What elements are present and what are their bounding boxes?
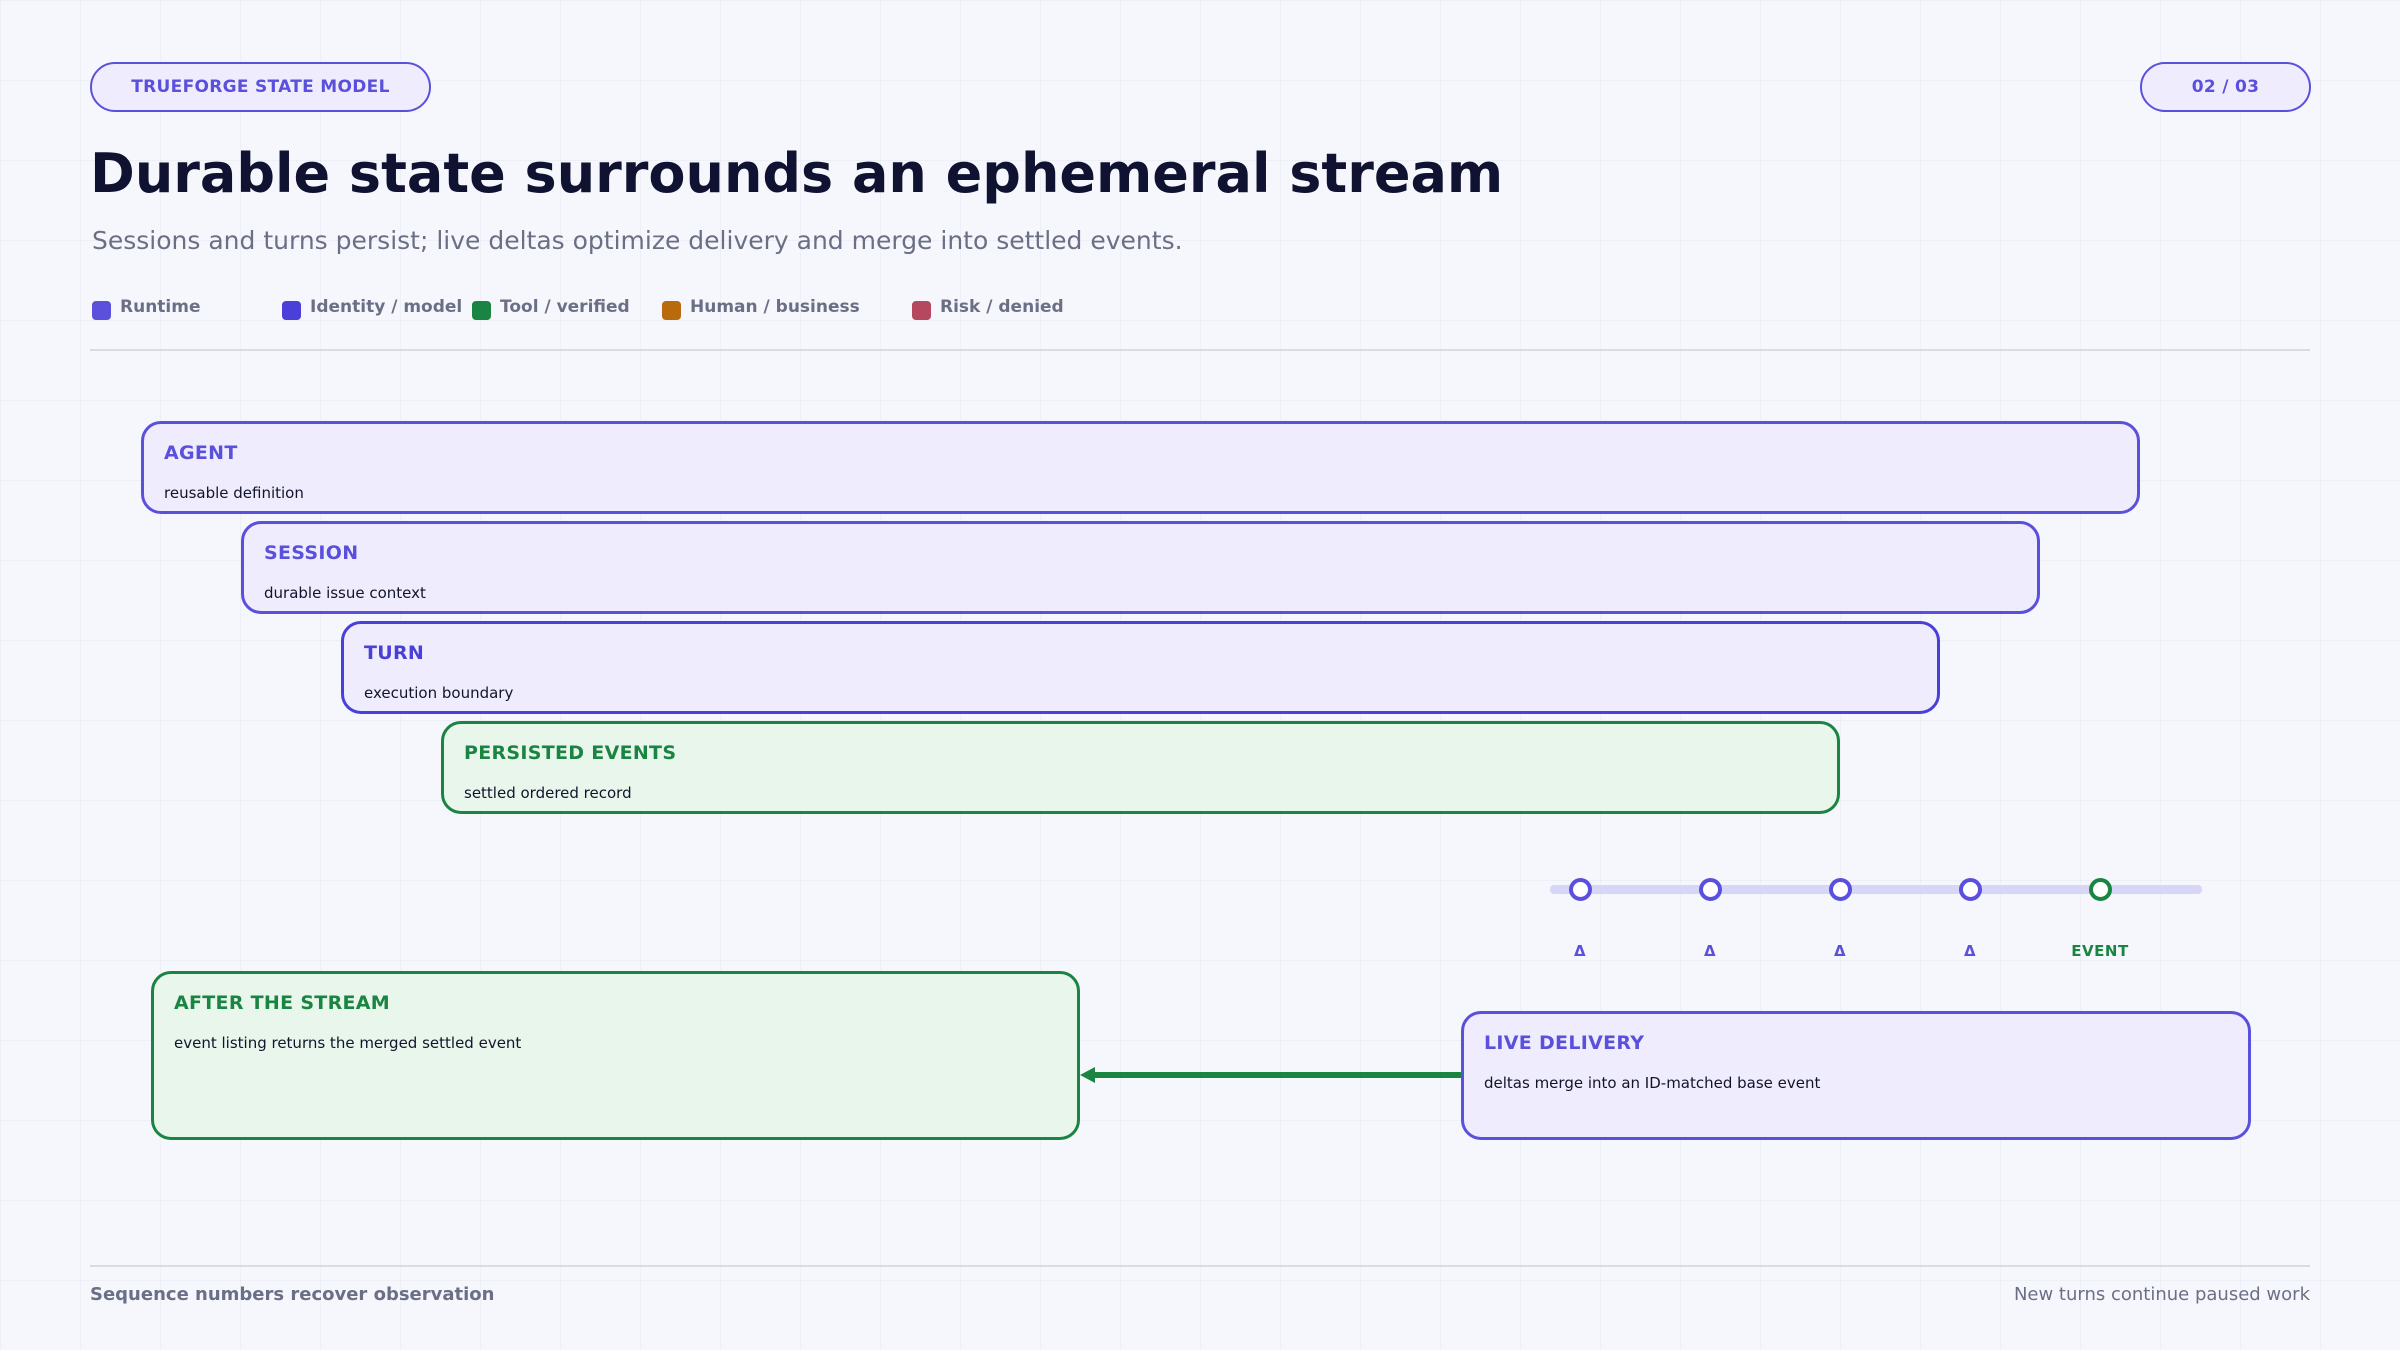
layer-title: AGENT [164,442,238,464]
section-badge: TRUEFORGE STATE MODEL [90,62,431,112]
tool-swatch-icon [472,301,491,320]
risk-swatch-icon [912,301,931,320]
legend-label: Tool / verified [500,297,630,317]
human-swatch-icon [662,301,681,320]
after-stream-title: AFTER THE STREAM [174,992,390,1014]
layer-session: SESSION durable issue context [241,521,2040,614]
event-label: EVENT [2071,942,2129,960]
runtime-swatch-icon [92,301,111,320]
legend-item-human-business: Human / business [662,297,860,320]
merge-arrow-icon [1080,1067,1461,1083]
layer-description: durable issue context [264,584,426,602]
page-title: Durable state surrounds an ephemeral str… [90,142,1504,205]
layer-agent: AGENT reusable definition [141,421,2140,514]
live-delivery-description: deltas merge into an ID-matched base eve… [1484,1074,1821,1092]
layer-persisted-events: PERSISTED EVENTS settled ordered record [441,721,1840,814]
layer-title: TURN [364,642,425,664]
footer-left-note: Sequence numbers recover observation [90,1284,495,1305]
identity-swatch-icon [282,301,301,320]
delta-node [1959,878,1982,901]
legend-label: Identity / model [310,297,463,317]
legend-label: Human / business [690,297,860,317]
layer-description: reusable definition [164,484,304,502]
event-node [2089,878,2112,901]
page-indicator: 02 / 03 [2140,62,2311,112]
delta-label: Δ [1573,942,1587,960]
delta-label: Δ [1703,942,1717,960]
page-subtitle: Sessions and turns persist; live deltas … [92,226,1183,255]
legend-item-tool-verified: Tool / verified [472,297,630,320]
layer-turn: TURN execution boundary [341,621,1940,714]
legend-label: Runtime [120,297,201,317]
delta-node [1699,878,1722,901]
live-delivery-box: LIVE DELIVERY deltas merge into an ID-ma… [1461,1011,2251,1140]
layer-title: PERSISTED EVENTS [464,742,677,764]
legend-item-identity-model: Identity / model [282,297,462,320]
legend-label: Risk / denied [940,297,1064,317]
layer-description: execution boundary [364,684,514,702]
layer-description: settled ordered record [464,784,632,802]
stream-track [1550,885,2202,894]
legend-item-runtime: Runtime [92,297,201,320]
layer-title: SESSION [264,542,359,564]
delta-label: Δ [1833,942,1847,960]
footer-right-note: New turns continue paused work [2013,1284,2310,1305]
delta-node [1829,878,1852,901]
header-divider [90,349,2310,351]
delta-node [1569,878,1592,901]
legend-item-risk-denied: Risk / denied [912,297,1064,320]
footer-divider [90,1265,2310,1267]
after-stream-description: event listing returns the merged settled… [174,1034,522,1052]
after-stream-box: AFTER THE STREAM event listing returns t… [151,971,1080,1140]
live-delivery-title: LIVE DELIVERY [1484,1032,1645,1054]
delta-label: Δ [1963,942,1977,960]
